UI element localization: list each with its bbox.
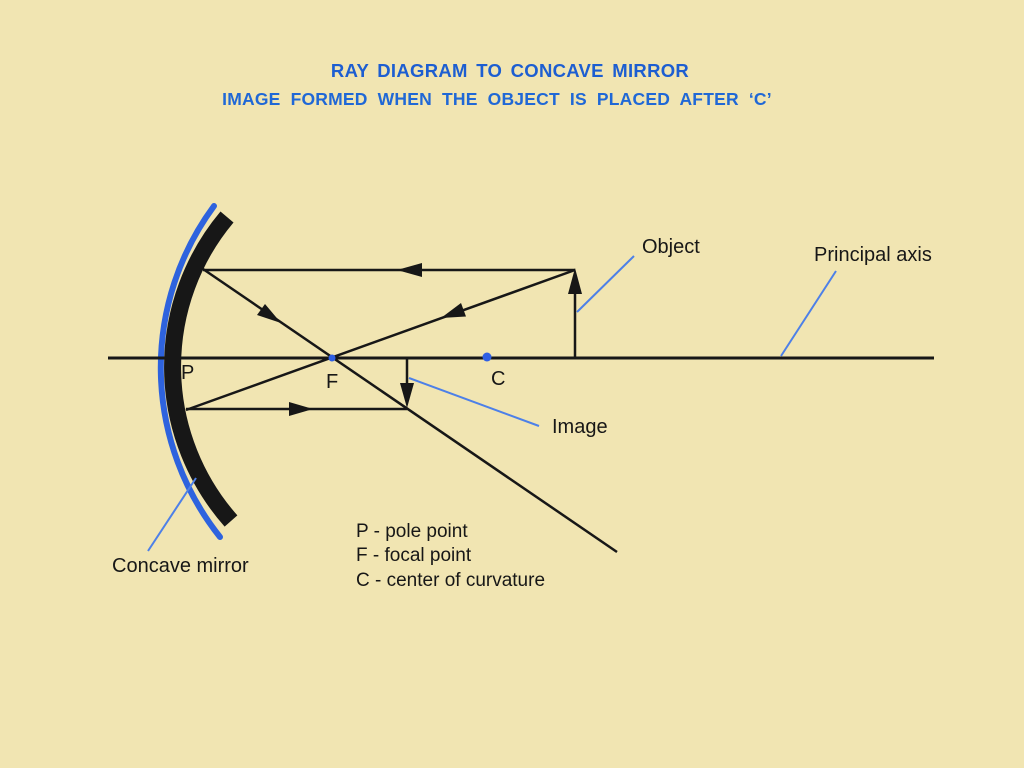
diagram-text: P F C Object Principal axis Image Concav… <box>112 236 932 591</box>
page-title: RAY DIAGRAM TO CONCAVE MIRROR <box>331 60 689 81</box>
legend-center-of-curvature: C - center of curvature <box>356 570 545 591</box>
callout-leaders <box>147 255 837 552</box>
legend-focal-point: F - focal point <box>356 545 472 566</box>
page-subtitle: IMAGE FORMED WHEN THE OBJECT IS PLACED A… <box>222 89 772 109</box>
concave-mirror-body <box>164 211 238 527</box>
object-arrowhead-up-icon <box>568 268 582 294</box>
object-leader-line <box>576 255 635 313</box>
focal-point-dot <box>328 354 336 362</box>
arrowhead-reflected-focus-icon <box>257 304 281 323</box>
pole-point-label: P <box>181 362 194 384</box>
principal-axis-leader-line <box>780 270 837 357</box>
image-label: Image <box>552 416 608 438</box>
focal-point-label: F <box>326 371 338 393</box>
center-of-curvature-dot <box>482 352 492 362</box>
image-arrowhead-down-icon <box>400 383 414 408</box>
mirror-leader-line <box>147 477 197 552</box>
point-markers <box>328 352 492 362</box>
mirror-blue-edge <box>157 203 223 540</box>
arrowhead-incident-focus-icon <box>441 303 466 318</box>
center-point-label: C <box>491 368 505 390</box>
object-label: Object <box>642 236 700 258</box>
ray-arrowheads <box>257 263 582 416</box>
incident-ray-through-focus <box>185 268 576 412</box>
legend-pole-point: P - pole point <box>356 521 468 542</box>
principal-axis-label: Principal axis <box>814 244 932 266</box>
concave-mirror-label: Concave mirror <box>112 555 249 577</box>
arrowhead-toward-mirror-icon <box>397 263 422 277</box>
arrowhead-reflected-parallel-icon <box>289 402 313 416</box>
image-leader-line <box>408 377 540 427</box>
